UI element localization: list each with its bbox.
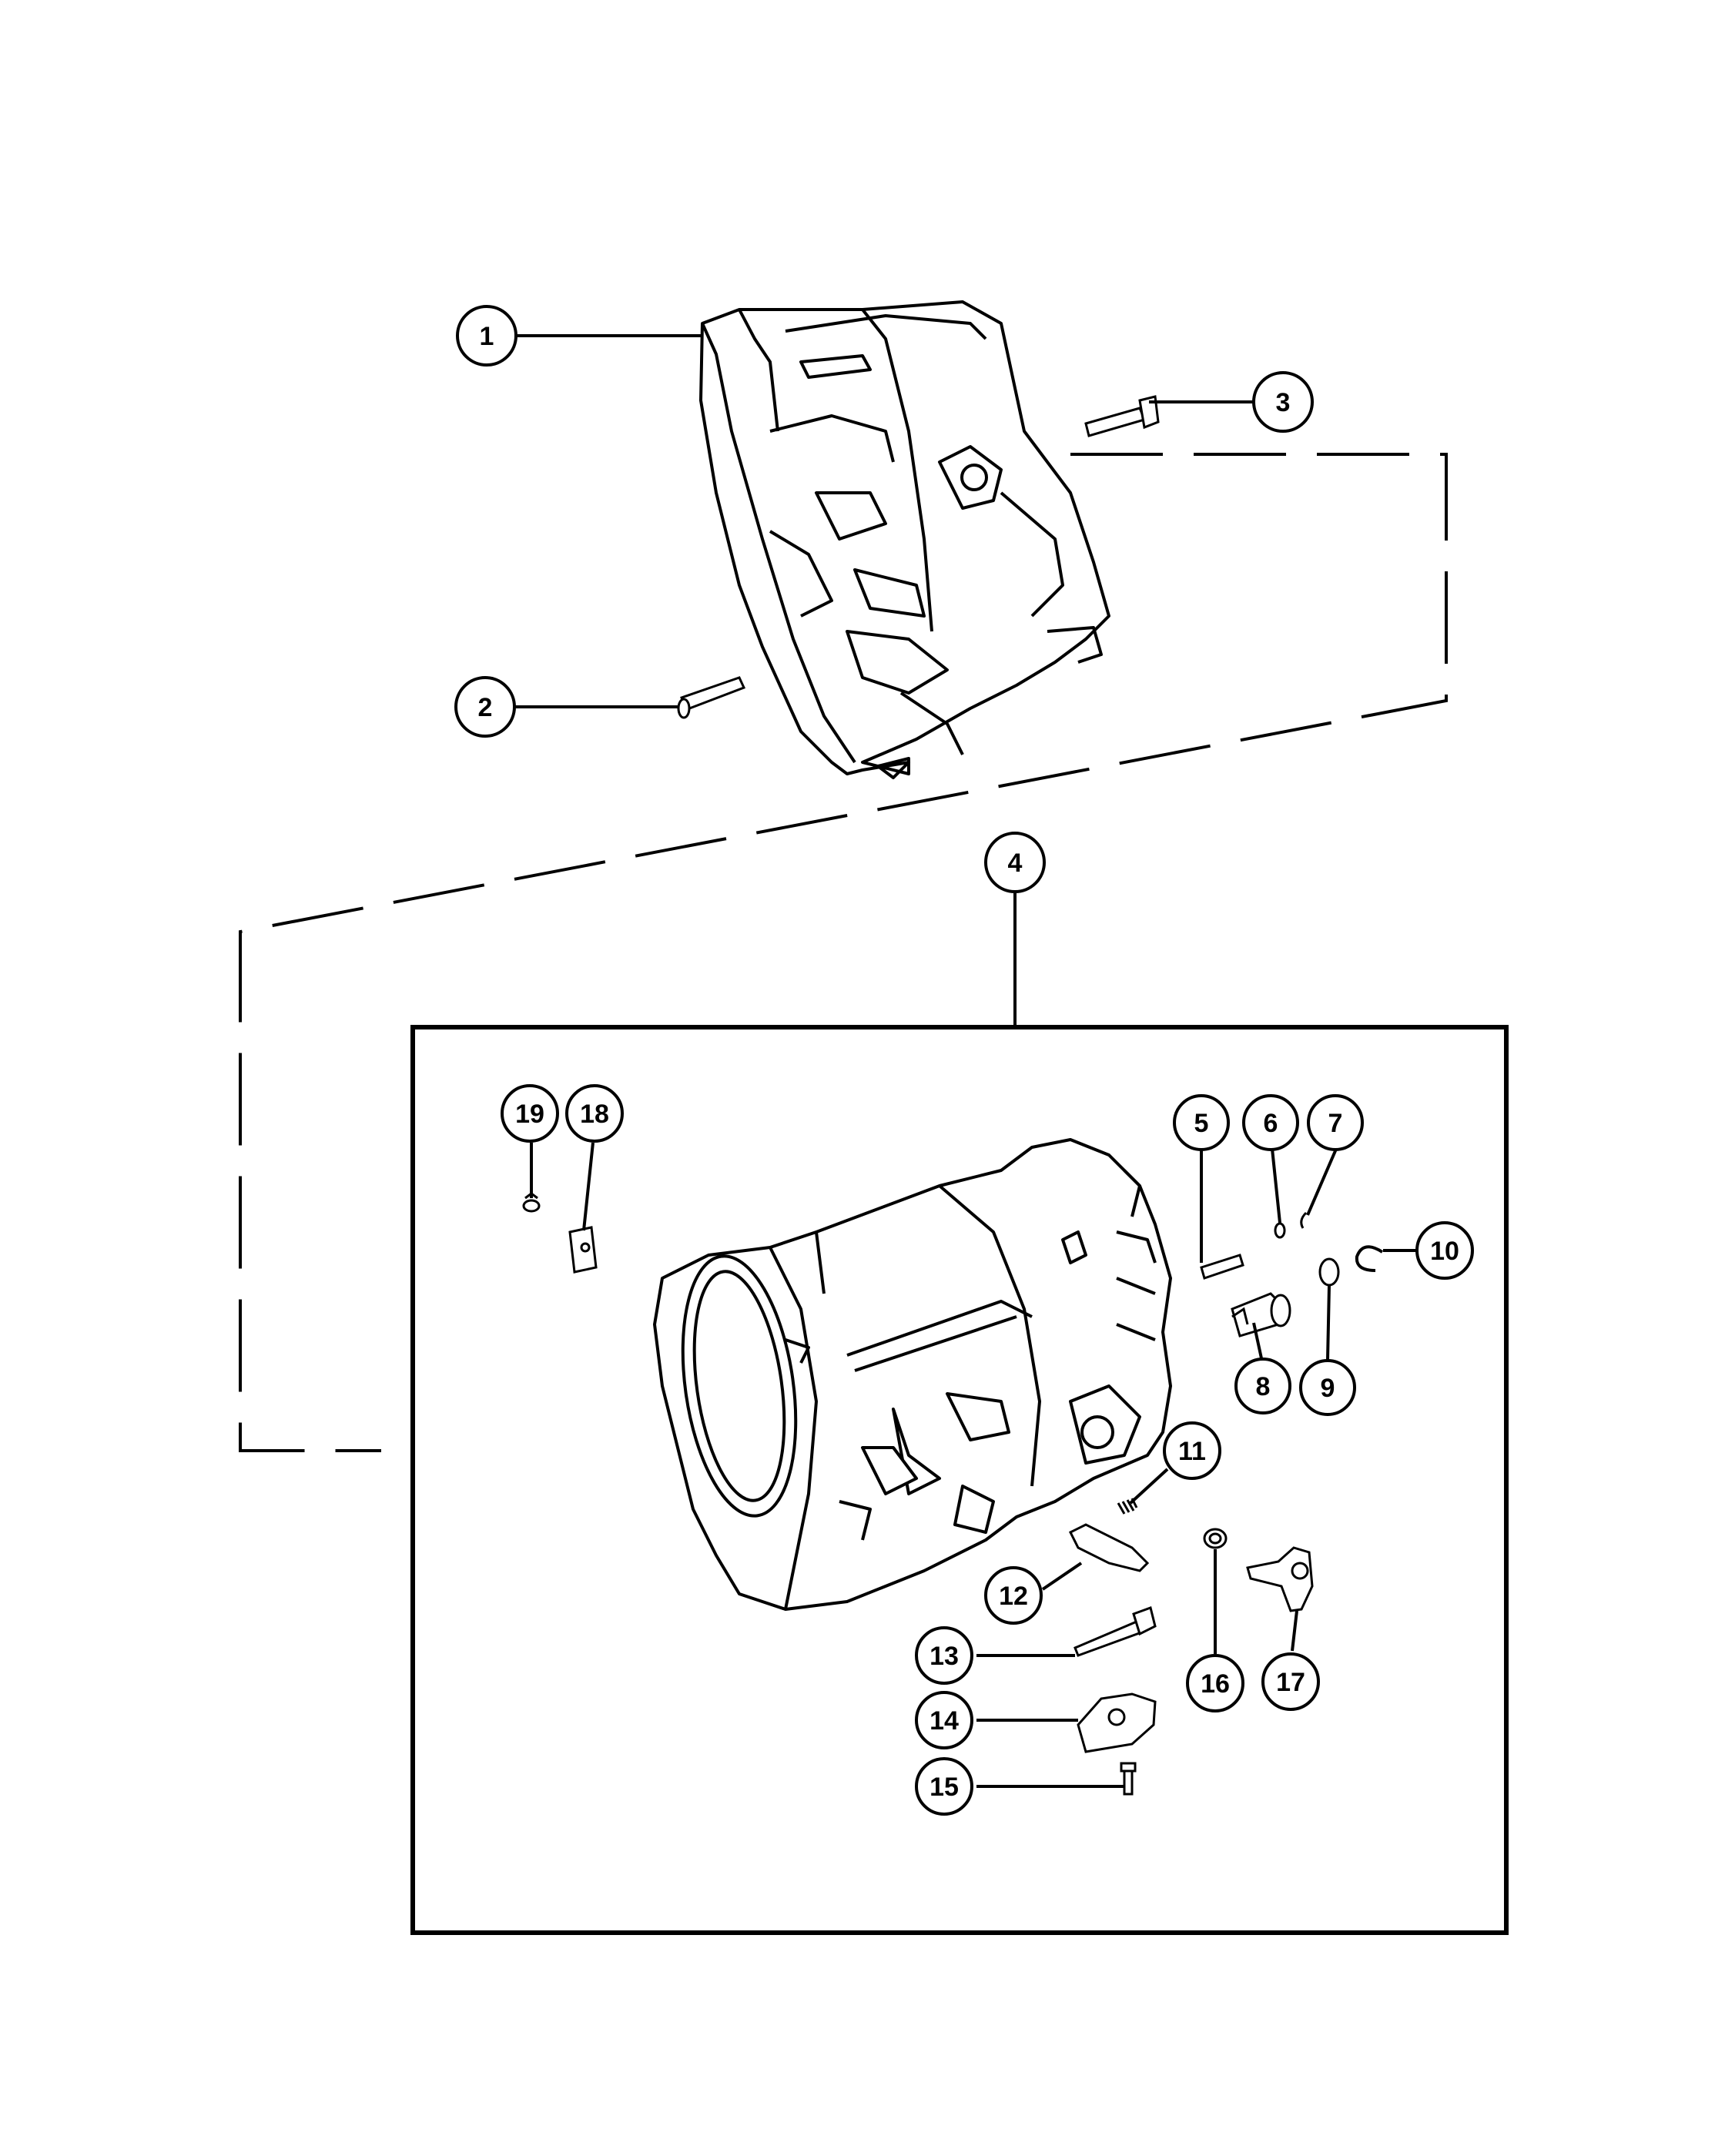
callout-19[interactable]: 19	[501, 1084, 559, 1143]
callout-19-number: 19	[515, 1100, 544, 1129]
callout-17-number: 17	[1276, 1668, 1305, 1697]
park-pawl-part	[1068, 1523, 1150, 1572]
screw-part	[1120, 1762, 1137, 1796]
callout-2-circle	[454, 676, 516, 738]
callout-16[interactable]: 16	[1186, 1654, 1244, 1712]
callout-5-number: 5	[1194, 1109, 1209, 1138]
callout-3-number: 3	[1276, 388, 1291, 417]
callout-7-number: 7	[1328, 1109, 1343, 1138]
callout-7[interactable]: 7	[1307, 1094, 1364, 1151]
ring-part	[1318, 1257, 1340, 1287]
callout-12-circle	[984, 1566, 1043, 1625]
callout-1[interactable]: 1	[456, 305, 518, 367]
callout-16-number: 16	[1201, 1669, 1230, 1699]
callout-13[interactable]: 13	[915, 1626, 973, 1685]
assembly-box	[410, 1025, 1509, 1935]
spring-part	[1117, 1498, 1138, 1515]
callout-6-circle	[1242, 1094, 1299, 1151]
callout-4[interactable]: 4	[984, 832, 1046, 893]
callout-6-number: 6	[1264, 1109, 1278, 1138]
pin-part	[1200, 1254, 1244, 1280]
o-ring-part	[1274, 1222, 1286, 1239]
callout-18[interactable]: 18	[565, 1084, 624, 1143]
callout-5[interactable]: 5	[1173, 1094, 1230, 1151]
callout-4-number: 4	[1008, 849, 1023, 878]
callout-6[interactable]: 6	[1242, 1094, 1299, 1151]
bracket-part	[1077, 1692, 1157, 1753]
plug-part	[522, 1192, 541, 1213]
snap-ring-part	[1300, 1211, 1308, 1229]
callout-12-number: 12	[999, 1582, 1028, 1611]
pivot-shaft-part	[1074, 1606, 1157, 1657]
callout-9[interactable]: 9	[1299, 1359, 1356, 1416]
seal-part	[1203, 1528, 1228, 1549]
clip-part	[568, 1226, 598, 1274]
bell-housing-part	[699, 300, 1110, 779]
callout-9-circle	[1299, 1359, 1356, 1416]
callout-17[interactable]: 17	[1261, 1652, 1320, 1711]
callout-14-number: 14	[929, 1706, 959, 1736]
callout-14-circle	[915, 1691, 973, 1749]
callout-13-circle	[915, 1626, 973, 1685]
callout-15-number: 15	[929, 1773, 959, 1802]
callout-19-circle	[501, 1084, 559, 1143]
callout-2-number: 2	[478, 693, 493, 722]
leader-lines	[514, 334, 1417, 1788]
callout-14[interactable]: 14	[915, 1691, 973, 1749]
dowel-pin-part	[677, 676, 746, 719]
manual-lever-part	[1246, 1546, 1314, 1612]
callout-1-number: 1	[480, 322, 494, 351]
callout-13-number: 13	[929, 1642, 959, 1671]
callout-8[interactable]: 8	[1234, 1358, 1291, 1414]
callout-5-circle	[1173, 1094, 1230, 1151]
callout-4-circle	[984, 832, 1046, 893]
callout-16-circle	[1186, 1654, 1244, 1712]
callout-10[interactable]: 10	[1415, 1221, 1474, 1280]
callout-15[interactable]: 15	[915, 1757, 973, 1816]
callout-17-circle	[1261, 1652, 1320, 1711]
retaining-clip-part	[1355, 1245, 1384, 1272]
group-dashed-line	[239, 453, 1448, 1452]
callout-8-number: 8	[1256, 1372, 1271, 1401]
transmission-case-part	[653, 1138, 1172, 1611]
callout-9-number: 9	[1321, 1374, 1335, 1403]
callout-11-circle	[1163, 1421, 1221, 1480]
bolt-part	[1084, 395, 1160, 437]
callout-10-circle	[1415, 1221, 1474, 1280]
callout-18-number: 18	[580, 1100, 609, 1129]
callout-8-circle	[1234, 1358, 1291, 1414]
callout-12[interactable]: 12	[984, 1566, 1043, 1625]
callout-18-circle	[565, 1084, 624, 1143]
callout-1-circle	[456, 305, 518, 367]
callout-11-number: 11	[1178, 1437, 1206, 1466]
callout-7-circle	[1307, 1094, 1364, 1151]
bushing-part	[1231, 1292, 1291, 1337]
callout-3[interactable]: 3	[1252, 371, 1314, 433]
callout-10-number: 10	[1430, 1237, 1459, 1266]
callout-15-circle	[915, 1757, 973, 1816]
callout-2[interactable]: 2	[454, 676, 516, 738]
callout-3-circle	[1252, 371, 1314, 433]
callout-11[interactable]: 11	[1163, 1421, 1221, 1480]
